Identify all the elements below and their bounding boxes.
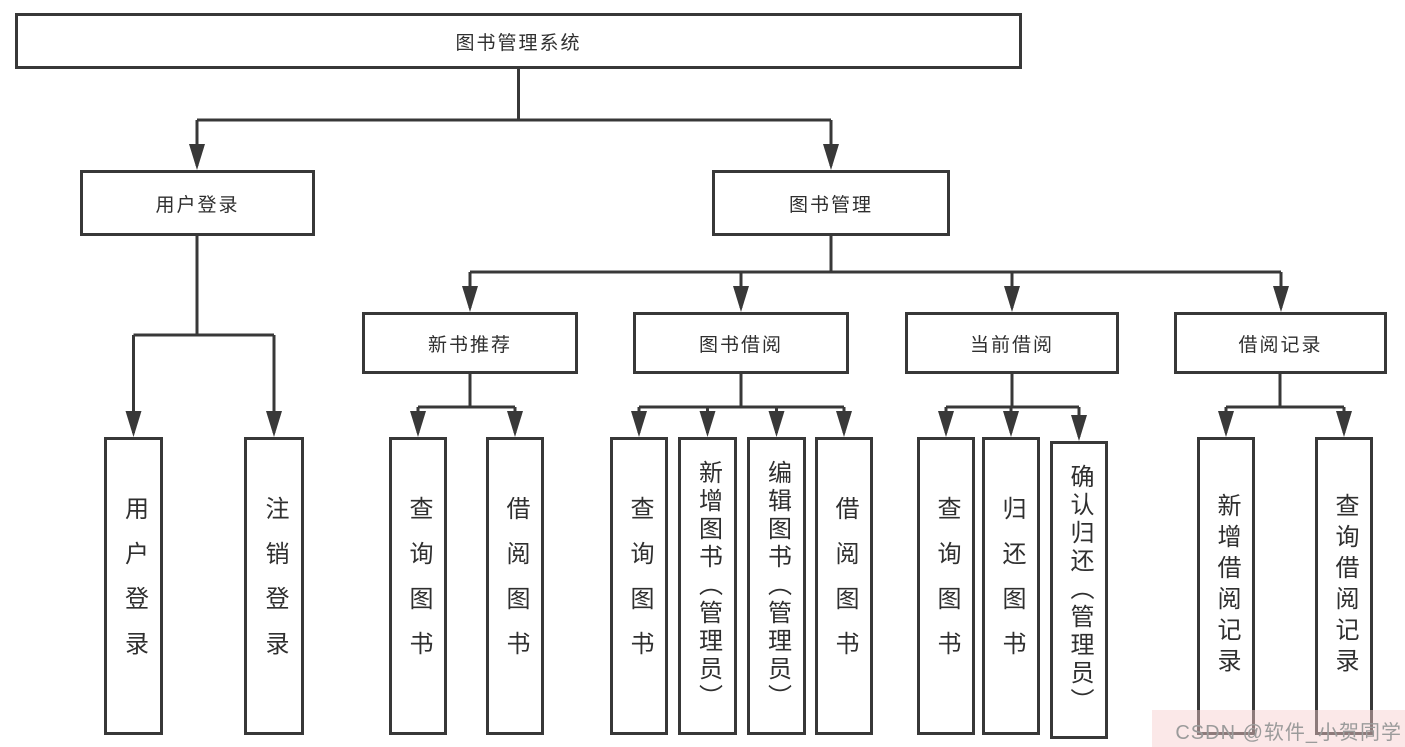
edge-bookmgmt-to-level3 bbox=[468, 236, 1283, 308]
leaf-borrow-books-borrowing-label: 借阅图书 bbox=[831, 496, 858, 676]
leaf-logout-label: 注销登录 bbox=[261, 496, 288, 676]
arrowhead-icon bbox=[768, 411, 785, 437]
leaf-user-login-label: 用户登录 bbox=[120, 496, 148, 676]
arrowhead-icon bbox=[507, 411, 523, 437]
node-new-book-recommend-label: 新书推荐 bbox=[427, 334, 512, 356]
edge-userlogin-to-leaves bbox=[132, 236, 276, 433]
edge-borrowrecords-to-leaves bbox=[1224, 374, 1346, 433]
node-borrowing-records: 借阅记录 bbox=[1174, 312, 1387, 374]
leaf-query-books-current-label: 查询图书 bbox=[933, 496, 960, 676]
node-current-borrowing: 当前借阅 bbox=[905, 312, 1119, 374]
node-book-borrowing: 图书借阅 bbox=[633, 312, 849, 374]
arrowhead-icon bbox=[1336, 411, 1352, 437]
leaf-add-borrow-record: 新增借阅记录 bbox=[1197, 437, 1255, 735]
arrowhead-icon bbox=[125, 411, 142, 437]
arrowhead-icon bbox=[266, 411, 282, 437]
leaf-query-books-borrowing: 查询图书 bbox=[610, 437, 668, 735]
leaf-query-books-borrowing-label: 查询图书 bbox=[626, 496, 653, 676]
edge-newbookrec-to-leaves bbox=[416, 374, 517, 433]
leaf-query-books-recommend: 查询图书 bbox=[389, 437, 447, 735]
arrowhead-icon bbox=[1218, 411, 1234, 437]
edge-root-to-level2 bbox=[195, 69, 833, 166]
leaf-edit-books-admin-label: 编辑图书（管理员） bbox=[763, 460, 791, 712]
node-root: 图书管理系统 bbox=[15, 13, 1022, 69]
arrowhead-icon bbox=[1003, 411, 1019, 437]
leaf-borrow-books-recommend-label: 借阅图书 bbox=[502, 496, 529, 676]
edge-bookborrow-to-leaves bbox=[637, 374, 846, 433]
leaf-user-login: 用户登录 bbox=[104, 437, 163, 735]
leaf-add-books-admin-label: 新增图书（管理员） bbox=[694, 460, 722, 712]
node-new-book-recommend: 新书推荐 bbox=[362, 312, 578, 374]
arrowhead-icon bbox=[1071, 415, 1087, 441]
arrowhead-icon bbox=[823, 144, 839, 170]
arrowhead-icon bbox=[1004, 286, 1020, 312]
watermark-text: CSDN @软件_小贺同学 bbox=[1175, 722, 1402, 744]
leaf-logout: 注销登录 bbox=[244, 437, 304, 735]
arrowhead-icon bbox=[733, 286, 749, 312]
arrowhead-icon bbox=[699, 411, 716, 437]
leaf-borrow-books-recommend: 借阅图书 bbox=[486, 437, 544, 735]
leaf-confirm-return-admin-label: 确认归还（管理员） bbox=[1066, 464, 1093, 716]
leaf-edit-books-admin: 编辑图书（管理员） bbox=[747, 437, 806, 735]
node-book-borrowing-label: 图书借阅 bbox=[698, 334, 783, 356]
arrowhead-icon bbox=[631, 411, 647, 437]
leaf-add-borrow-record-label: 新增借阅记录 bbox=[1213, 493, 1240, 679]
leaf-add-books-admin: 新增图书（管理员） bbox=[678, 437, 737, 735]
leaf-confirm-return-admin: 确认归还（管理员） bbox=[1050, 441, 1108, 739]
edge-currentborrow-to-leaves bbox=[944, 374, 1081, 437]
arrowhead-icon bbox=[189, 144, 205, 170]
node-borrowing-records-label: 借阅记录 bbox=[1238, 334, 1323, 356]
watermark-band bbox=[1152, 710, 1405, 747]
node-root-label: 图书管理系统 bbox=[455, 32, 582, 54]
leaf-query-borrow-record: 查询借阅记录 bbox=[1315, 437, 1373, 735]
node-book-management-label: 图书管理 bbox=[788, 194, 873, 216]
arrowhead-icon bbox=[938, 411, 954, 437]
node-user-login: 用户登录 bbox=[80, 170, 315, 236]
arrowhead-icon bbox=[836, 411, 852, 437]
leaf-query-borrow-record-label: 查询借阅记录 bbox=[1331, 493, 1358, 679]
node-current-borrowing-label: 当前借阅 bbox=[969, 334, 1054, 356]
leaf-query-books-recommend-label: 查询图书 bbox=[405, 496, 432, 676]
arrowhead-icon bbox=[1273, 286, 1289, 312]
arrowhead-icon bbox=[410, 411, 426, 437]
leaf-return-books: 归还图书 bbox=[982, 437, 1040, 735]
node-book-management: 图书管理 bbox=[712, 170, 950, 236]
leaf-return-books-label: 归还图书 bbox=[998, 496, 1025, 676]
node-user-login-label: 用户登录 bbox=[155, 194, 240, 216]
arrowhead-icon bbox=[462, 286, 478, 312]
leaf-query-books-current: 查询图书 bbox=[917, 437, 975, 735]
leaf-borrow-books-borrowing: 借阅图书 bbox=[815, 437, 873, 735]
